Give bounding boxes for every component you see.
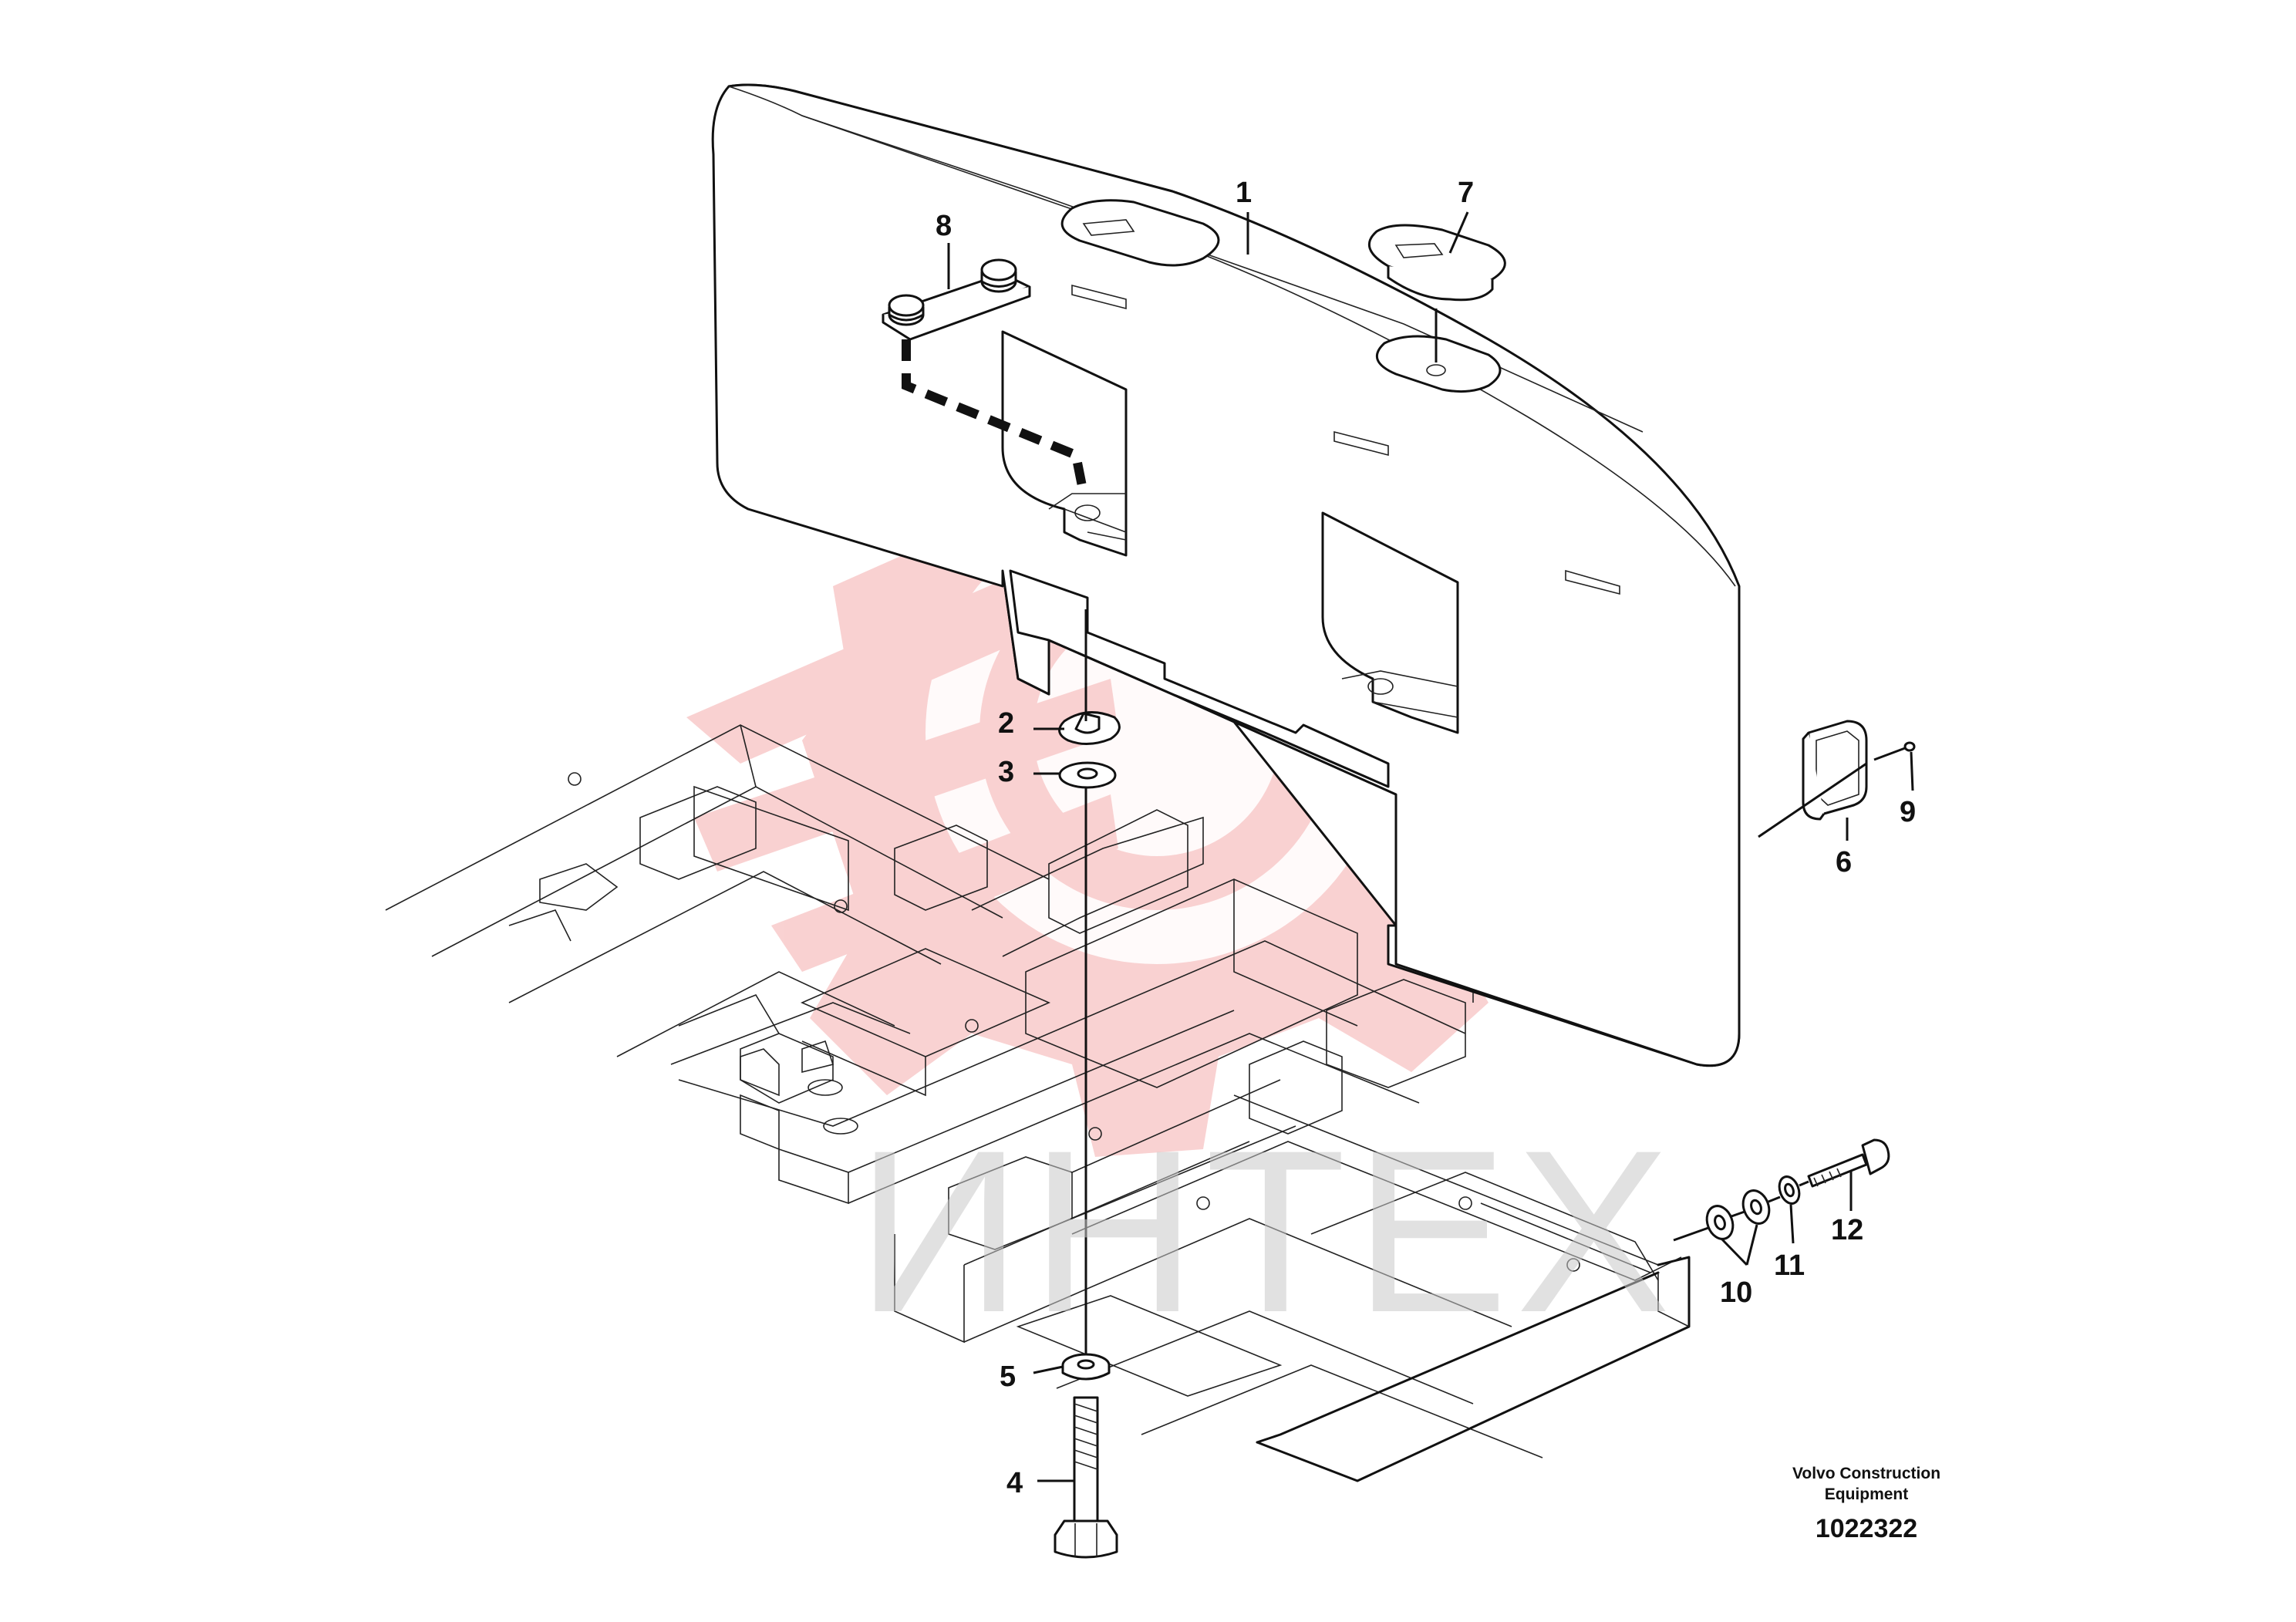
counterweight-notch (1009, 569, 1390, 788)
callout-4: 4 (1006, 1467, 1023, 1499)
counterweight (711, 83, 1741, 1067)
leader-fastener-axis-3 (1768, 1195, 1781, 1203)
callout-12: 12 (1831, 1214, 1863, 1246)
callout-1: 1 (1236, 177, 1252, 209)
callout-8: 8 (936, 210, 952, 242)
publisher-line-2: Equipment (1825, 1485, 1909, 1503)
callout-11: 11 (1774, 1249, 1805, 1282)
part-3-washer (1058, 761, 1117, 789)
callout-10: 10 (1720, 1276, 1752, 1309)
leader-fastener-axis (1673, 1226, 1709, 1242)
leader-lines (947, 211, 1914, 1482)
top-slot-right (1376, 335, 1502, 393)
part-2-clip (1058, 711, 1121, 745)
publisher-line-1: Volvo Construction (1792, 1465, 1940, 1482)
callout-3: 3 (998, 756, 1014, 788)
part-7-cover (1368, 224, 1506, 302)
part-8-bracket (882, 258, 1088, 495)
callout-7: 7 (1458, 177, 1474, 209)
part-10-washers (1705, 1189, 1771, 1240)
callout-6: 6 (1836, 846, 1852, 878)
top-slot-left (1060, 199, 1220, 267)
drawing-number: 1022322 (1816, 1514, 1917, 1543)
part-9-screw (1873, 741, 1916, 761)
callout-2: 2 (998, 707, 1014, 740)
leader-6-9-axis (1758, 762, 1867, 838)
frame-assembly (385, 724, 1691, 1482)
part-4-bolt (1054, 1396, 1118, 1559)
leader-fastener-axis-2 (1731, 1210, 1745, 1218)
callout-5: 5 (1000, 1361, 1016, 1393)
leader-fastener-axis-4 (1799, 1180, 1809, 1187)
counterweight-pocket-left (1001, 330, 1128, 557)
part-6-plate (1802, 720, 1868, 821)
part-5-washer (1061, 1353, 1111, 1381)
watermark-text: ИНТЕХ (856, 1101, 1678, 1361)
counterweight-pocket-right (1321, 511, 1459, 734)
part-11-washer (1778, 1175, 1801, 1205)
part-12-bolt (1807, 1138, 1890, 1188)
callout-9: 9 (1900, 796, 1916, 828)
